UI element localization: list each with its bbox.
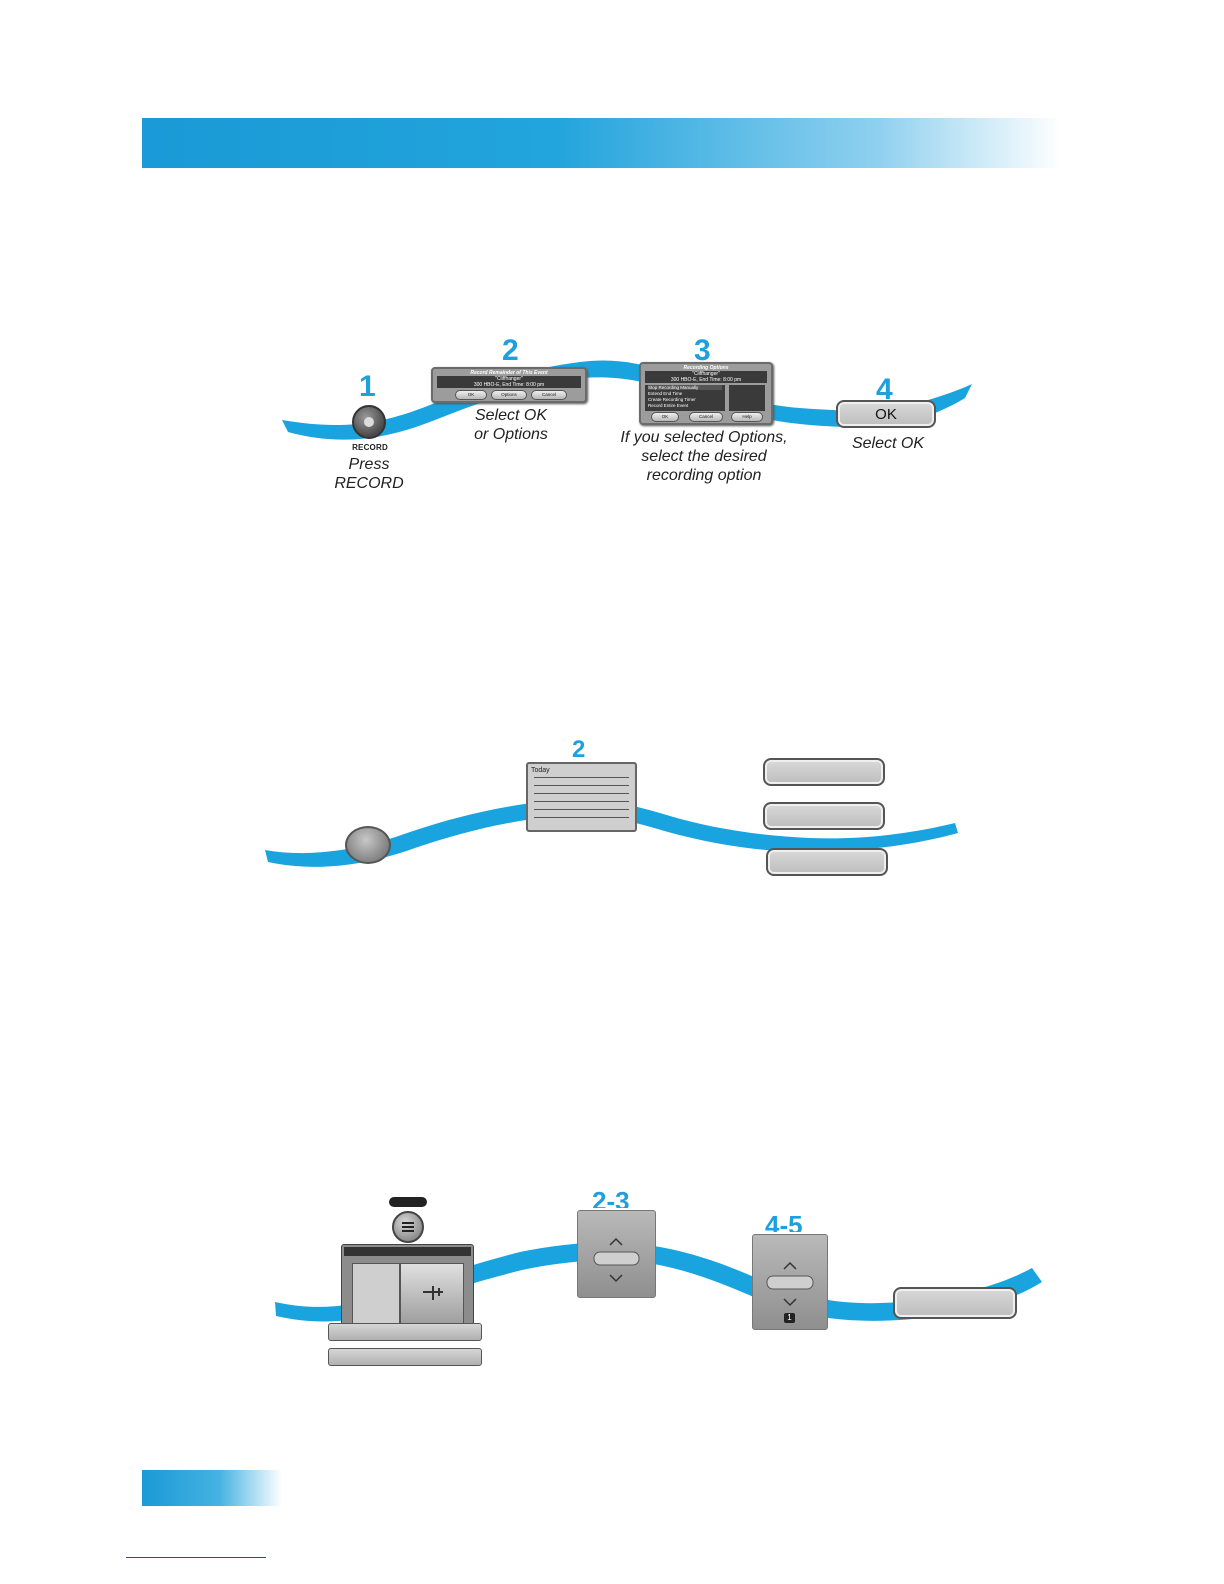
- event-info: 300 HBO-E, End Time: 8:00 pm: [670, 377, 742, 383]
- remote-button[interactable]: [345, 826, 391, 864]
- record-remainder-dialog: Record Remainder of This Event "Cliffhan…: [431, 367, 587, 403]
- step-number-2: 2: [502, 334, 519, 367]
- record-button-label: RECORD: [352, 443, 388, 452]
- arrow-pad-2: 1: [752, 1234, 828, 1330]
- preview-panel: [729, 385, 765, 411]
- arrow-keys-icon: [766, 1261, 814, 1307]
- menu-icon: [402, 1222, 414, 1232]
- step-number-1: 1: [359, 370, 376, 403]
- menu-label-badge: [389, 1197, 427, 1207]
- step-number-2b: 2: [572, 736, 586, 763]
- arrow-keys-icon: [593, 1237, 640, 1283]
- main-menu-screen: [341, 1244, 474, 1330]
- dialog-event-info: "Cliffhanger" 300 HBO-E, End Time: 8:00 …: [437, 376, 581, 388]
- event-title: "Cliffhanger": [692, 371, 720, 377]
- ok-button-label: OK: [875, 406, 897, 423]
- caption-line: Select OK: [851, 435, 925, 452]
- menu-list: [352, 1263, 400, 1325]
- footer-link-underline: [126, 1557, 266, 1558]
- options-list: Stop Recording Manually Extend End Time …: [645, 385, 725, 411]
- dialog-event-info: "Cliffhanger" 300 HBO-E, End Time: 8:00 …: [645, 371, 767, 383]
- option-item[interactable]: Stop Recording Manually: [648, 385, 722, 390]
- step-number-4-5: 4-5: [765, 1212, 803, 1232]
- wave-ribbon-1: [282, 360, 972, 440]
- menu-bar-button-1[interactable]: [328, 1323, 482, 1341]
- step-3-caption: If you selected Options, select the desi…: [614, 428, 794, 485]
- dialog-ok-button[interactable]: OK: [455, 390, 487, 400]
- list-divider: [534, 785, 629, 786]
- event-info: 300 HBO-E, End Time: 8:00 pm: [473, 382, 545, 388]
- daily-list-screen: Today: [526, 762, 637, 832]
- record-button[interactable]: [352, 405, 386, 439]
- dialog-ok-button[interactable]: OK: [651, 412, 679, 422]
- list-divider: [534, 777, 629, 778]
- caption-line: Select OK: [474, 407, 548, 424]
- menu-button[interactable]: [392, 1211, 424, 1243]
- option-item[interactable]: Record Entire Event: [648, 403, 689, 408]
- step-number-2-3: 2-3: [592, 1188, 630, 1208]
- option-item[interactable]: Create Recording Timer: [648, 397, 696, 402]
- caption-line: select the desired: [641, 448, 767, 465]
- step-1-caption: Press RECORD: [319, 455, 419, 493]
- event-title: "Cliffhanger": [495, 376, 523, 382]
- option-button-2[interactable]: [763, 802, 885, 830]
- list-divider: [534, 817, 629, 818]
- airplane-icon: [423, 1286, 443, 1300]
- option-item[interactable]: Extend End Time: [648, 391, 683, 396]
- ok-button[interactable]: OK: [836, 400, 936, 428]
- step-number-3: 3: [694, 334, 711, 367]
- caption-line: Press: [348, 456, 390, 473]
- confirm-button[interactable]: [893, 1287, 1017, 1319]
- list-divider: [534, 793, 629, 794]
- option-button-3[interactable]: [766, 848, 888, 876]
- option-button-1[interactable]: [763, 758, 885, 786]
- dialog-cancel-button[interactable]: Cancel: [531, 390, 567, 400]
- dialog-title: Recording Options: [683, 365, 729, 371]
- caption-line: recording option: [646, 467, 762, 484]
- step-number-4: 4: [876, 373, 893, 406]
- dialog-title: Record Remainder of This Event: [470, 370, 548, 376]
- list-header: Today: [531, 767, 550, 774]
- arrow-pad-1: [577, 1210, 656, 1298]
- dialog-cancel-button[interactable]: Cancel: [689, 412, 723, 422]
- page-number-tab: [142, 1470, 282, 1506]
- caption-line: If you selected Options,: [620, 429, 788, 446]
- list-divider: [534, 801, 629, 802]
- caption-line: RECORD: [334, 475, 404, 492]
- list-divider: [534, 809, 629, 810]
- recording-options-dialog: Recording Options "Cliffhanger" 300 HBO-…: [639, 362, 773, 425]
- menu-bar-button-2[interactable]: [328, 1348, 482, 1366]
- lock-badge-icon: 1: [784, 1313, 795, 1323]
- dialog-help-button[interactable]: Help: [731, 412, 763, 422]
- menu-screen-header: [344, 1247, 471, 1256]
- menu-preview: [400, 1263, 464, 1325]
- header-bar: [142, 118, 1062, 168]
- record-dot-icon: [364, 417, 374, 427]
- dialog-options-button[interactable]: Options: [491, 390, 527, 400]
- step-2-caption: Select OK or Options: [446, 406, 576, 444]
- caption-line: or Options: [474, 426, 548, 443]
- step-4-caption: Select OK: [838, 434, 938, 453]
